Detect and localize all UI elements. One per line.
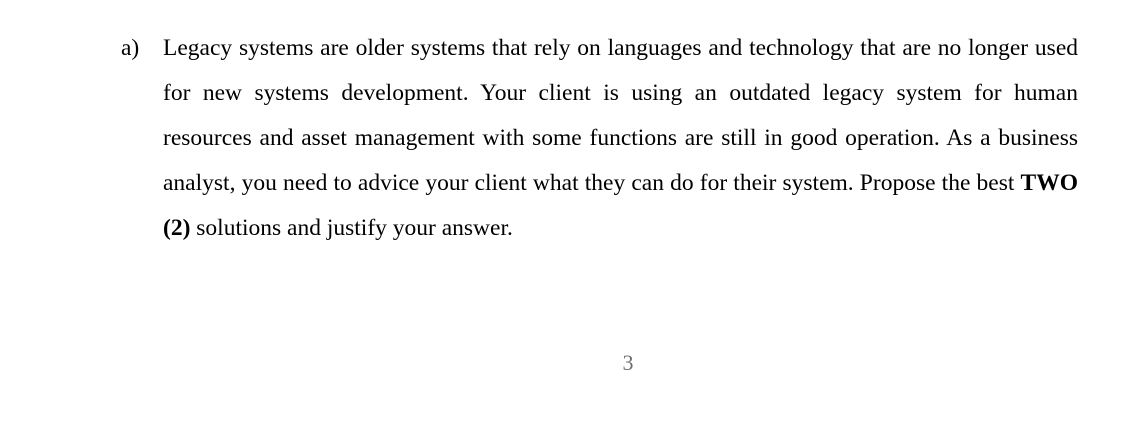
question-label: a) xyxy=(121,35,140,61)
page-number-footer: 3 xyxy=(0,350,1138,376)
question-text-after-bold: solutions and justify your answer. xyxy=(190,215,513,241)
question-block: a) Legacy systems are older systems that … xyxy=(121,26,1078,251)
page-number: 3 xyxy=(622,350,634,375)
question-text-before-bold: Legacy systems are older systems that re… xyxy=(163,35,1078,196)
question-paragraph: a) Legacy systems are older systems that … xyxy=(121,26,1078,251)
question-bold-emphasis: TWO (2) xyxy=(163,170,1078,241)
